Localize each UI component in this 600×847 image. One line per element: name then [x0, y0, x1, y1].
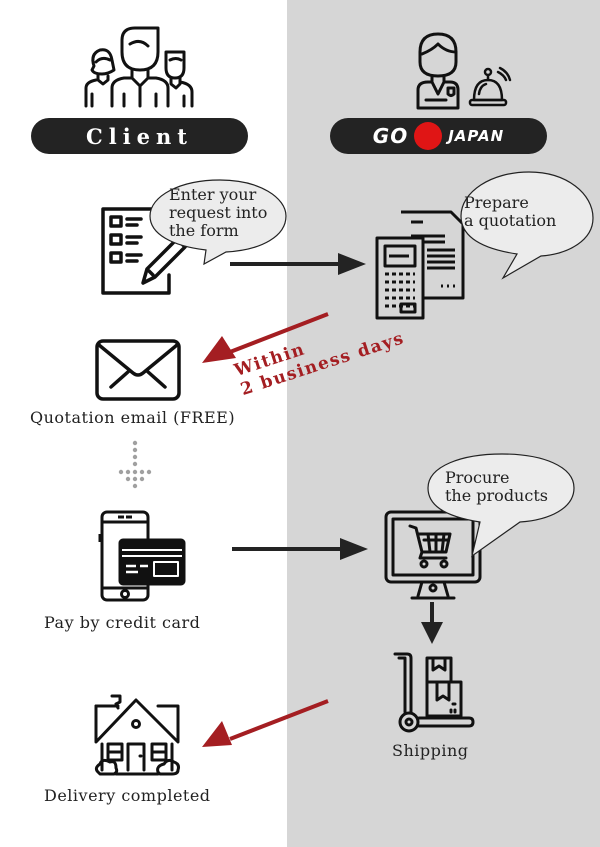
label-pay-by-credit-card: Pay by credit card: [44, 613, 201, 632]
house-icon: [94, 694, 180, 776]
logo-text-go: GO: [372, 124, 409, 148]
client-label: Client: [86, 123, 193, 149]
hand-truck-boxes-icon: [393, 652, 475, 733]
label-quotation-email: Quotation email (FREE): [30, 408, 236, 427]
envelope-icon: [95, 339, 181, 401]
logo-red-dot: [414, 122, 443, 150]
label-shipping: Shipping: [392, 741, 469, 760]
speech-bubble-procure: [427, 453, 575, 558]
arrow-procure-to-shipping: [421, 602, 443, 644]
label-delivery-completed: Delivery completed: [44, 786, 211, 805]
arrow-form-to-quotation: [230, 253, 366, 275]
dotted-down-arrow: [118, 440, 152, 489]
speech-bubble-form: [149, 179, 287, 266]
bubble-text-form: Enter your request into the form: [169, 185, 268, 240]
staff-icon: [416, 32, 460, 110]
arrow-payment-to-procure: [232, 538, 368, 560]
go-japan-logo-pill: GO JAPAN: [330, 118, 547, 154]
service-bell-icon: [468, 66, 512, 107]
client-label-pill: Client: [31, 118, 248, 154]
logo-text-japan: JAPAN: [448, 127, 505, 145]
bubble-text-quotation: Prepare a quotation: [464, 193, 557, 230]
speech-bubble-quotation: [460, 171, 594, 280]
client-group-icon: [84, 26, 194, 108]
arrow-quotation-to-email: [202, 312, 329, 363]
bubble-text-procure: Procure the products: [445, 468, 548, 505]
phone-credit-card-icon: [98, 510, 186, 602]
arrow-shipping-to-delivery: [202, 699, 329, 747]
